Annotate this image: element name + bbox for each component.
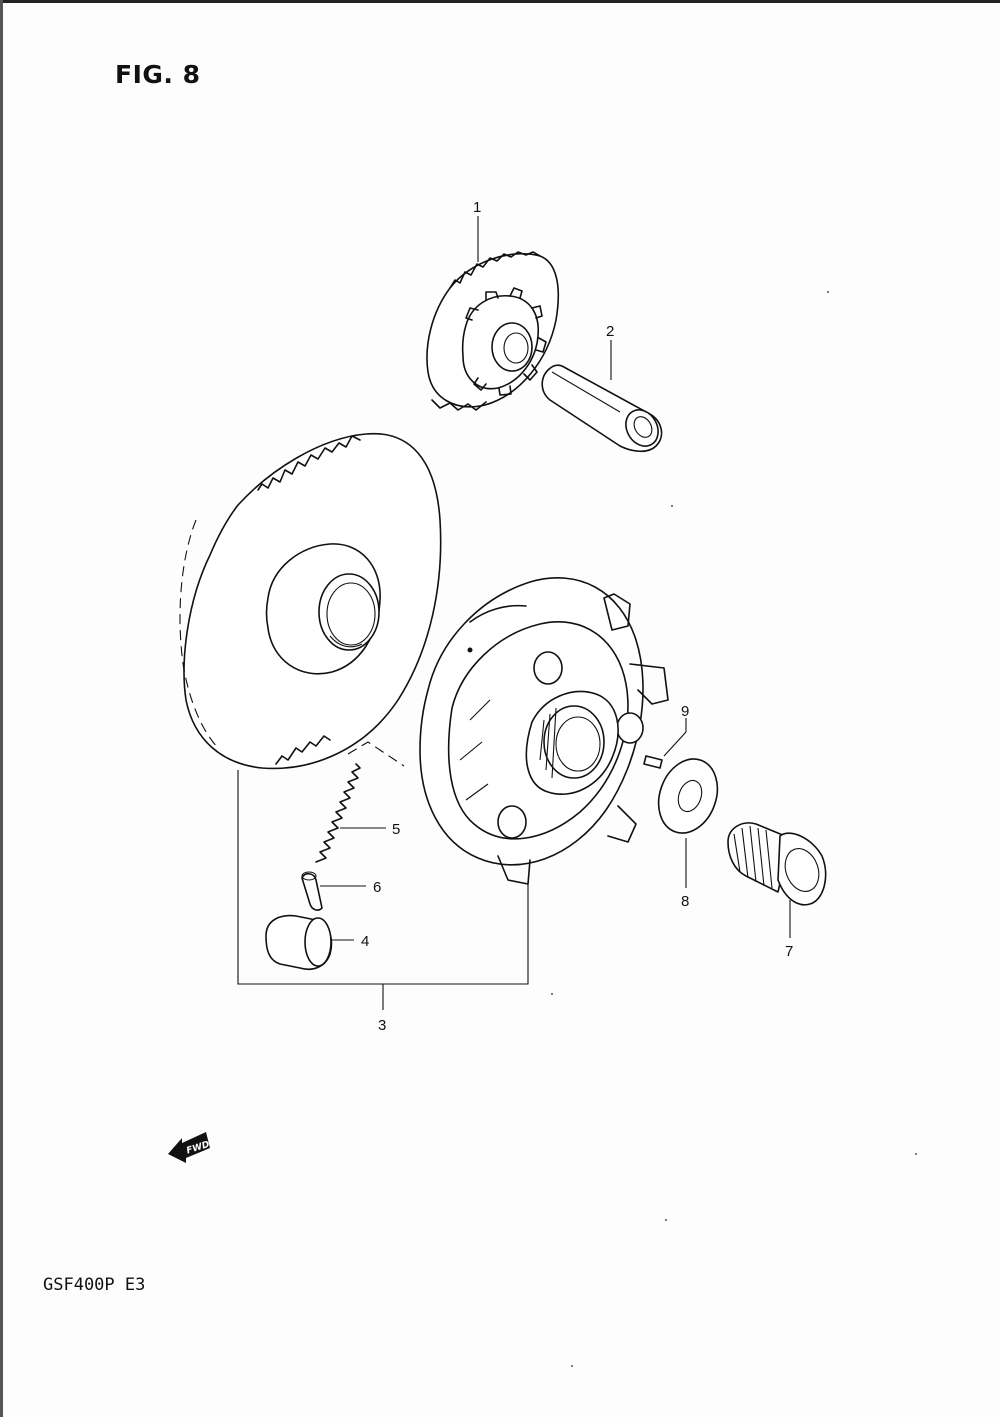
callout-numbers: 1 2 3 4 5 6 7 8 9: [361, 199, 793, 1034]
callout-4: 4: [361, 933, 369, 950]
callout-5: 5: [392, 821, 400, 838]
scan-edge-left: [0, 0, 3, 1417]
callout-1: 1: [473, 199, 481, 216]
part-8-washer: [657, 758, 719, 834]
callout-2: 2: [606, 323, 614, 340]
part-2-idler-shaft: [541, 364, 663, 453]
scan-edge-top: [0, 0, 1000, 3]
callout-8: 8: [681, 893, 689, 910]
part-4-roller: [265, 914, 333, 970]
figure-title: FIG. 8: [115, 60, 201, 89]
part-3-starter-driven-gear: [179, 432, 442, 770]
callout-6: 6: [373, 879, 381, 896]
part-3-starter-clutch-body: [419, 577, 669, 885]
part-7-bolt: [727, 822, 827, 906]
scan-specks: [551, 291, 917, 1367]
part-1-idler-gear: [426, 251, 560, 411]
callout-7: 7: [785, 943, 793, 960]
part-5-spring: [315, 763, 361, 863]
callout-3: 3: [378, 1017, 386, 1034]
part-9-key: [643, 755, 663, 769]
callout-9: 9: [681, 703, 689, 720]
forward-arrow-icon: FWD: [168, 1132, 211, 1163]
part-6-pin: [301, 871, 323, 911]
model-code: GSF400P E3: [43, 1275, 146, 1295]
leader-lines: [237, 216, 791, 1010]
